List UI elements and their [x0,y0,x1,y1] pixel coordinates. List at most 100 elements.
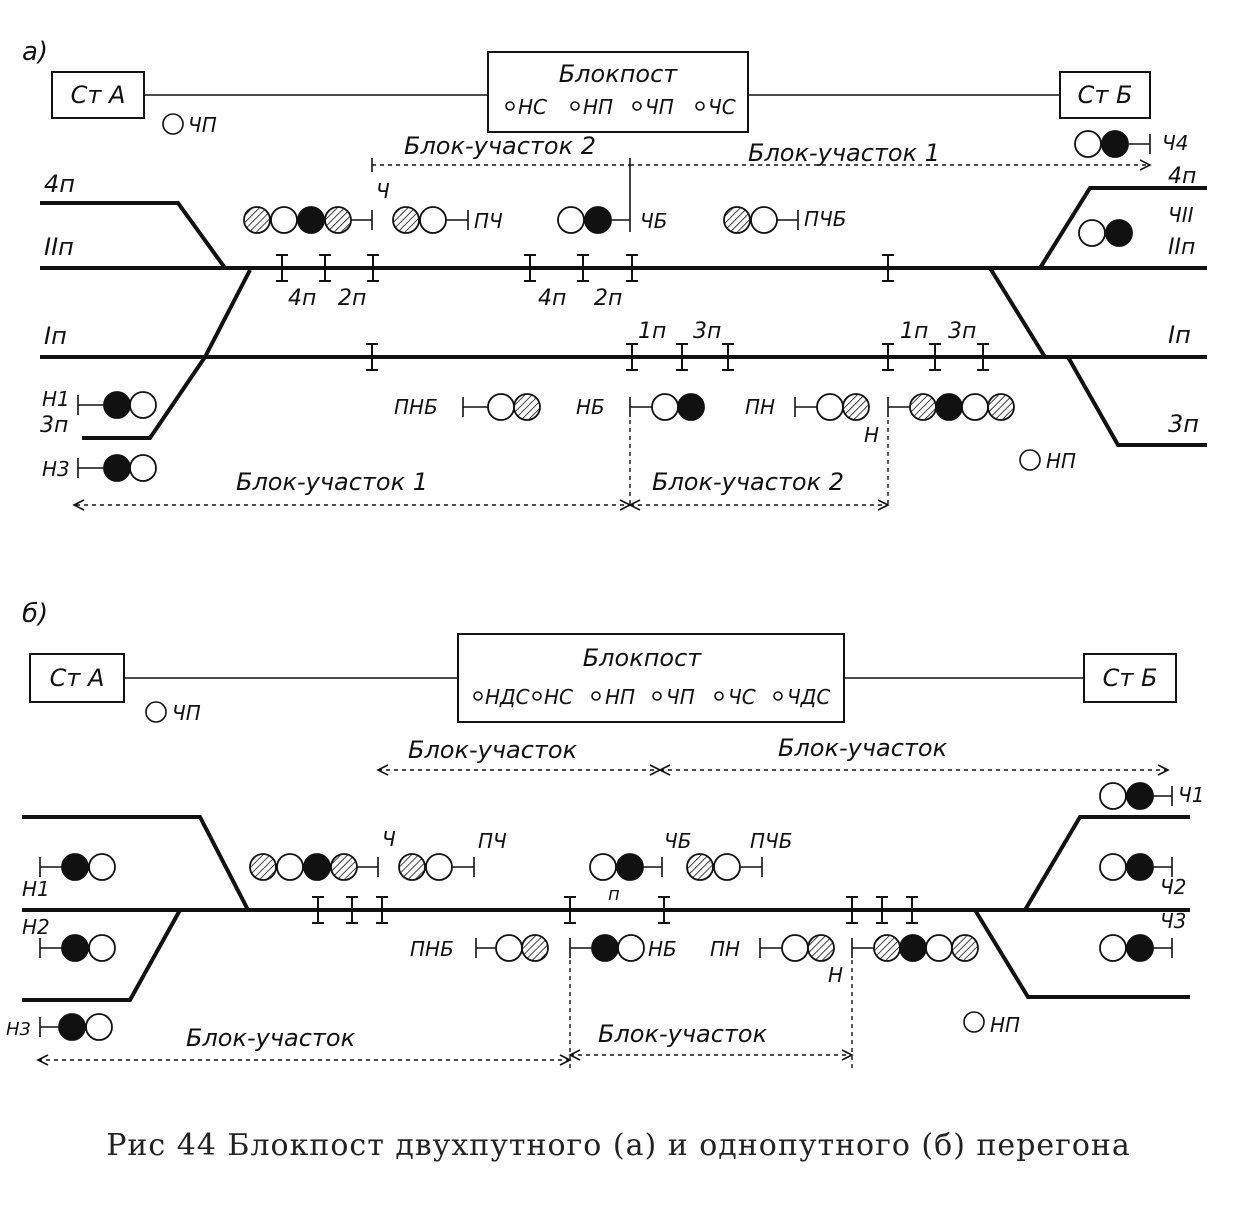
indicator-label: НП [605,685,635,709]
indicator-lamp [570,101,580,111]
signal-label: Ч3 [1160,909,1186,933]
station-b-box: Ст Б [1059,71,1151,119]
part-a-letter: а) [22,37,48,67]
part-b: б) Ст А Ст Б Блокпост НДС НС НП ЧП ЧС ЧД… [6,599,1204,1068]
signal-label: Ч4 [1162,131,1188,155]
section-label: Блок-участок [598,1020,768,1048]
signal-n [851,934,979,962]
section-label: Блок-участок 2 [652,468,844,496]
signal-chII [1078,219,1133,247]
siding-left-top [22,815,250,911]
indicator-label: ЧП [666,685,695,709]
signal-label: Ч2 [1160,875,1186,899]
station-a-box: Ст А [51,71,145,119]
signal-ch [243,206,373,234]
signal-n2 [39,934,116,962]
signal-label: ЧБ [640,209,667,233]
signal-pnb [462,393,541,421]
lamp-chp-label: ЧП [172,701,201,725]
signal-label: НБ [648,937,677,961]
blockpost-box: Блокпост НДС НС НП ЧП ЧС ЧДС [457,633,845,723]
blockpost-box: Блокпост НС НП ЧП ЧС [487,51,749,133]
rail-label: 1п [900,319,928,344]
signal-label: Н1 [22,877,50,901]
signal-n1 [39,853,116,881]
indicator-lamp [652,691,662,701]
signal-label: ПЧ [474,209,503,233]
station-a-label: Ст А [71,81,126,109]
signal-label: Н1 [42,387,70,411]
indicator-label: НДС [485,685,530,709]
indicator-label: ЧП [645,95,674,119]
signal-n [887,393,1015,421]
section-label: Блок-участок 1 [236,468,428,496]
lamp-np-label: НП [990,1013,1020,1037]
indicator-lamp [473,691,483,701]
part-b-letter: б) [22,599,48,629]
rail-label: 4п [288,286,316,311]
rail-label: 2п [594,286,622,311]
indicator-lamp [505,101,515,111]
rail-label: 3п [948,319,976,344]
signal-label: ПНБ [410,937,454,961]
lamp-np-label: НП [1046,449,1076,473]
lamp-chp [145,701,167,723]
signal-label: Н [828,963,843,987]
siding-right-bottom [973,908,1190,999]
signal-label: Ч1 [1178,783,1204,807]
section-label: Блок-участок [778,734,948,762]
track-label: IIп [44,233,74,261]
station-b-box: Ст Б [1083,653,1177,703]
signal-label: ПЧБ [750,829,792,853]
track-4p-left [40,201,227,270]
rail-label: 4п [538,286,566,311]
siding-right-top [1023,815,1190,912]
track-label: Iп [44,322,67,350]
lamp-chp-label: ЧП [188,113,217,137]
signal-label: ЧII [1168,203,1194,227]
track-label: 4п [1168,164,1196,189]
signal-label: ПЧ [478,829,507,853]
signal-pn [794,393,870,421]
signal-label: ПЧБ [804,207,846,231]
track-4p-right [1038,186,1207,270]
section-label: Блок-участок 1 [748,139,940,167]
signal-label: Н2 [22,915,50,939]
signal-ch2 [1099,853,1173,881]
insulating-joints [312,896,918,924]
signal-n3 [39,1013,113,1041]
signal-pch [398,853,475,881]
track-3p-left [82,355,207,440]
part-a: а) Ст А Ст Б Блокпост НС НП ЧП ЧС ЧП НП [22,37,1207,511]
signal-chb [557,206,630,234]
track-label: 3п [40,413,68,438]
indicator-lamp [695,101,705,111]
crossover-left [203,269,252,358]
indicator-lamp [714,691,724,701]
lamp-np [1019,449,1041,471]
lamp-np [963,1011,985,1033]
track-label: Iп [1168,321,1191,349]
signal-label: Ч [376,179,390,203]
signal-label: Н3 [6,1019,31,1040]
figure-caption: Рис 44 Блокпост двухпутного (а) и однопу… [106,1128,1131,1163]
indicator-lamp [591,691,601,701]
track-label: 3п [1168,410,1199,438]
indicator-label: НП [583,95,613,119]
insulating-joints [276,254,989,371]
block-post-diagram: а) Ст А Ст Б Блокпост НС НП ЧП ЧС ЧП НП [6,37,1207,1068]
signal-nb [629,393,705,421]
rail-label: 3п [693,319,721,344]
blockpost-title: Блокпост [559,60,679,88]
indicator-label: ЧС [728,685,756,709]
indicator-label: НС [544,685,573,709]
blockpost-title: Блокпост [583,644,703,672]
signal-label: ПН [710,937,740,961]
signal-ch4 [1074,130,1151,158]
crossover-right [988,266,1047,359]
section-label: Блок-участок [408,736,578,764]
signal-pnb [475,934,549,962]
signal-pch [392,206,469,234]
indicator-label: ЧДС [787,685,830,709]
signal-label: ЧБ [664,829,691,853]
